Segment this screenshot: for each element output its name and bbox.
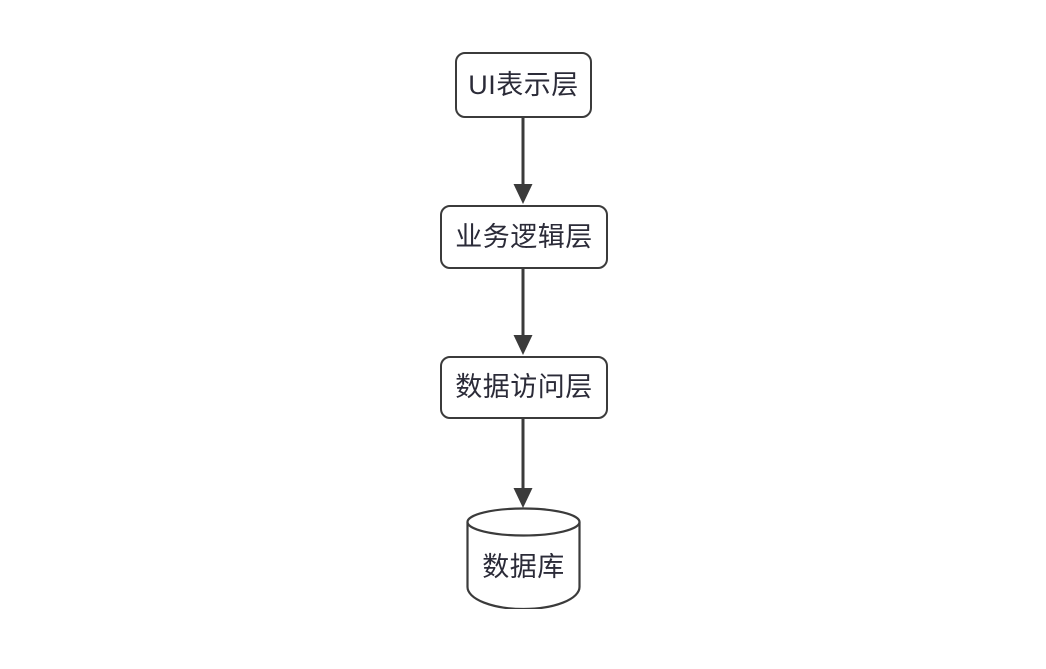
node-ui-layer[interactable]: UI表示层	[455, 52, 592, 118]
node-data-access-layer-label: 数据访问层	[455, 372, 593, 402]
node-data-access-layer[interactable]: 数据访问层	[440, 356, 608, 419]
node-database-label: 数据库	[482, 552, 565, 582]
node-business-logic-layer-label: 业务逻辑层	[455, 221, 593, 252]
edge-business-to-data-access	[503, 269, 543, 357]
edge-data-access-to-database	[503, 419, 543, 509]
edge-ui-to-business	[503, 118, 543, 206]
node-business-logic-layer[interactable]: 业务逻辑层	[440, 205, 608, 269]
node-ui-layer-label: UI表示层	[468, 69, 579, 100]
node-database[interactable]: 数据库	[466, 507, 581, 609]
